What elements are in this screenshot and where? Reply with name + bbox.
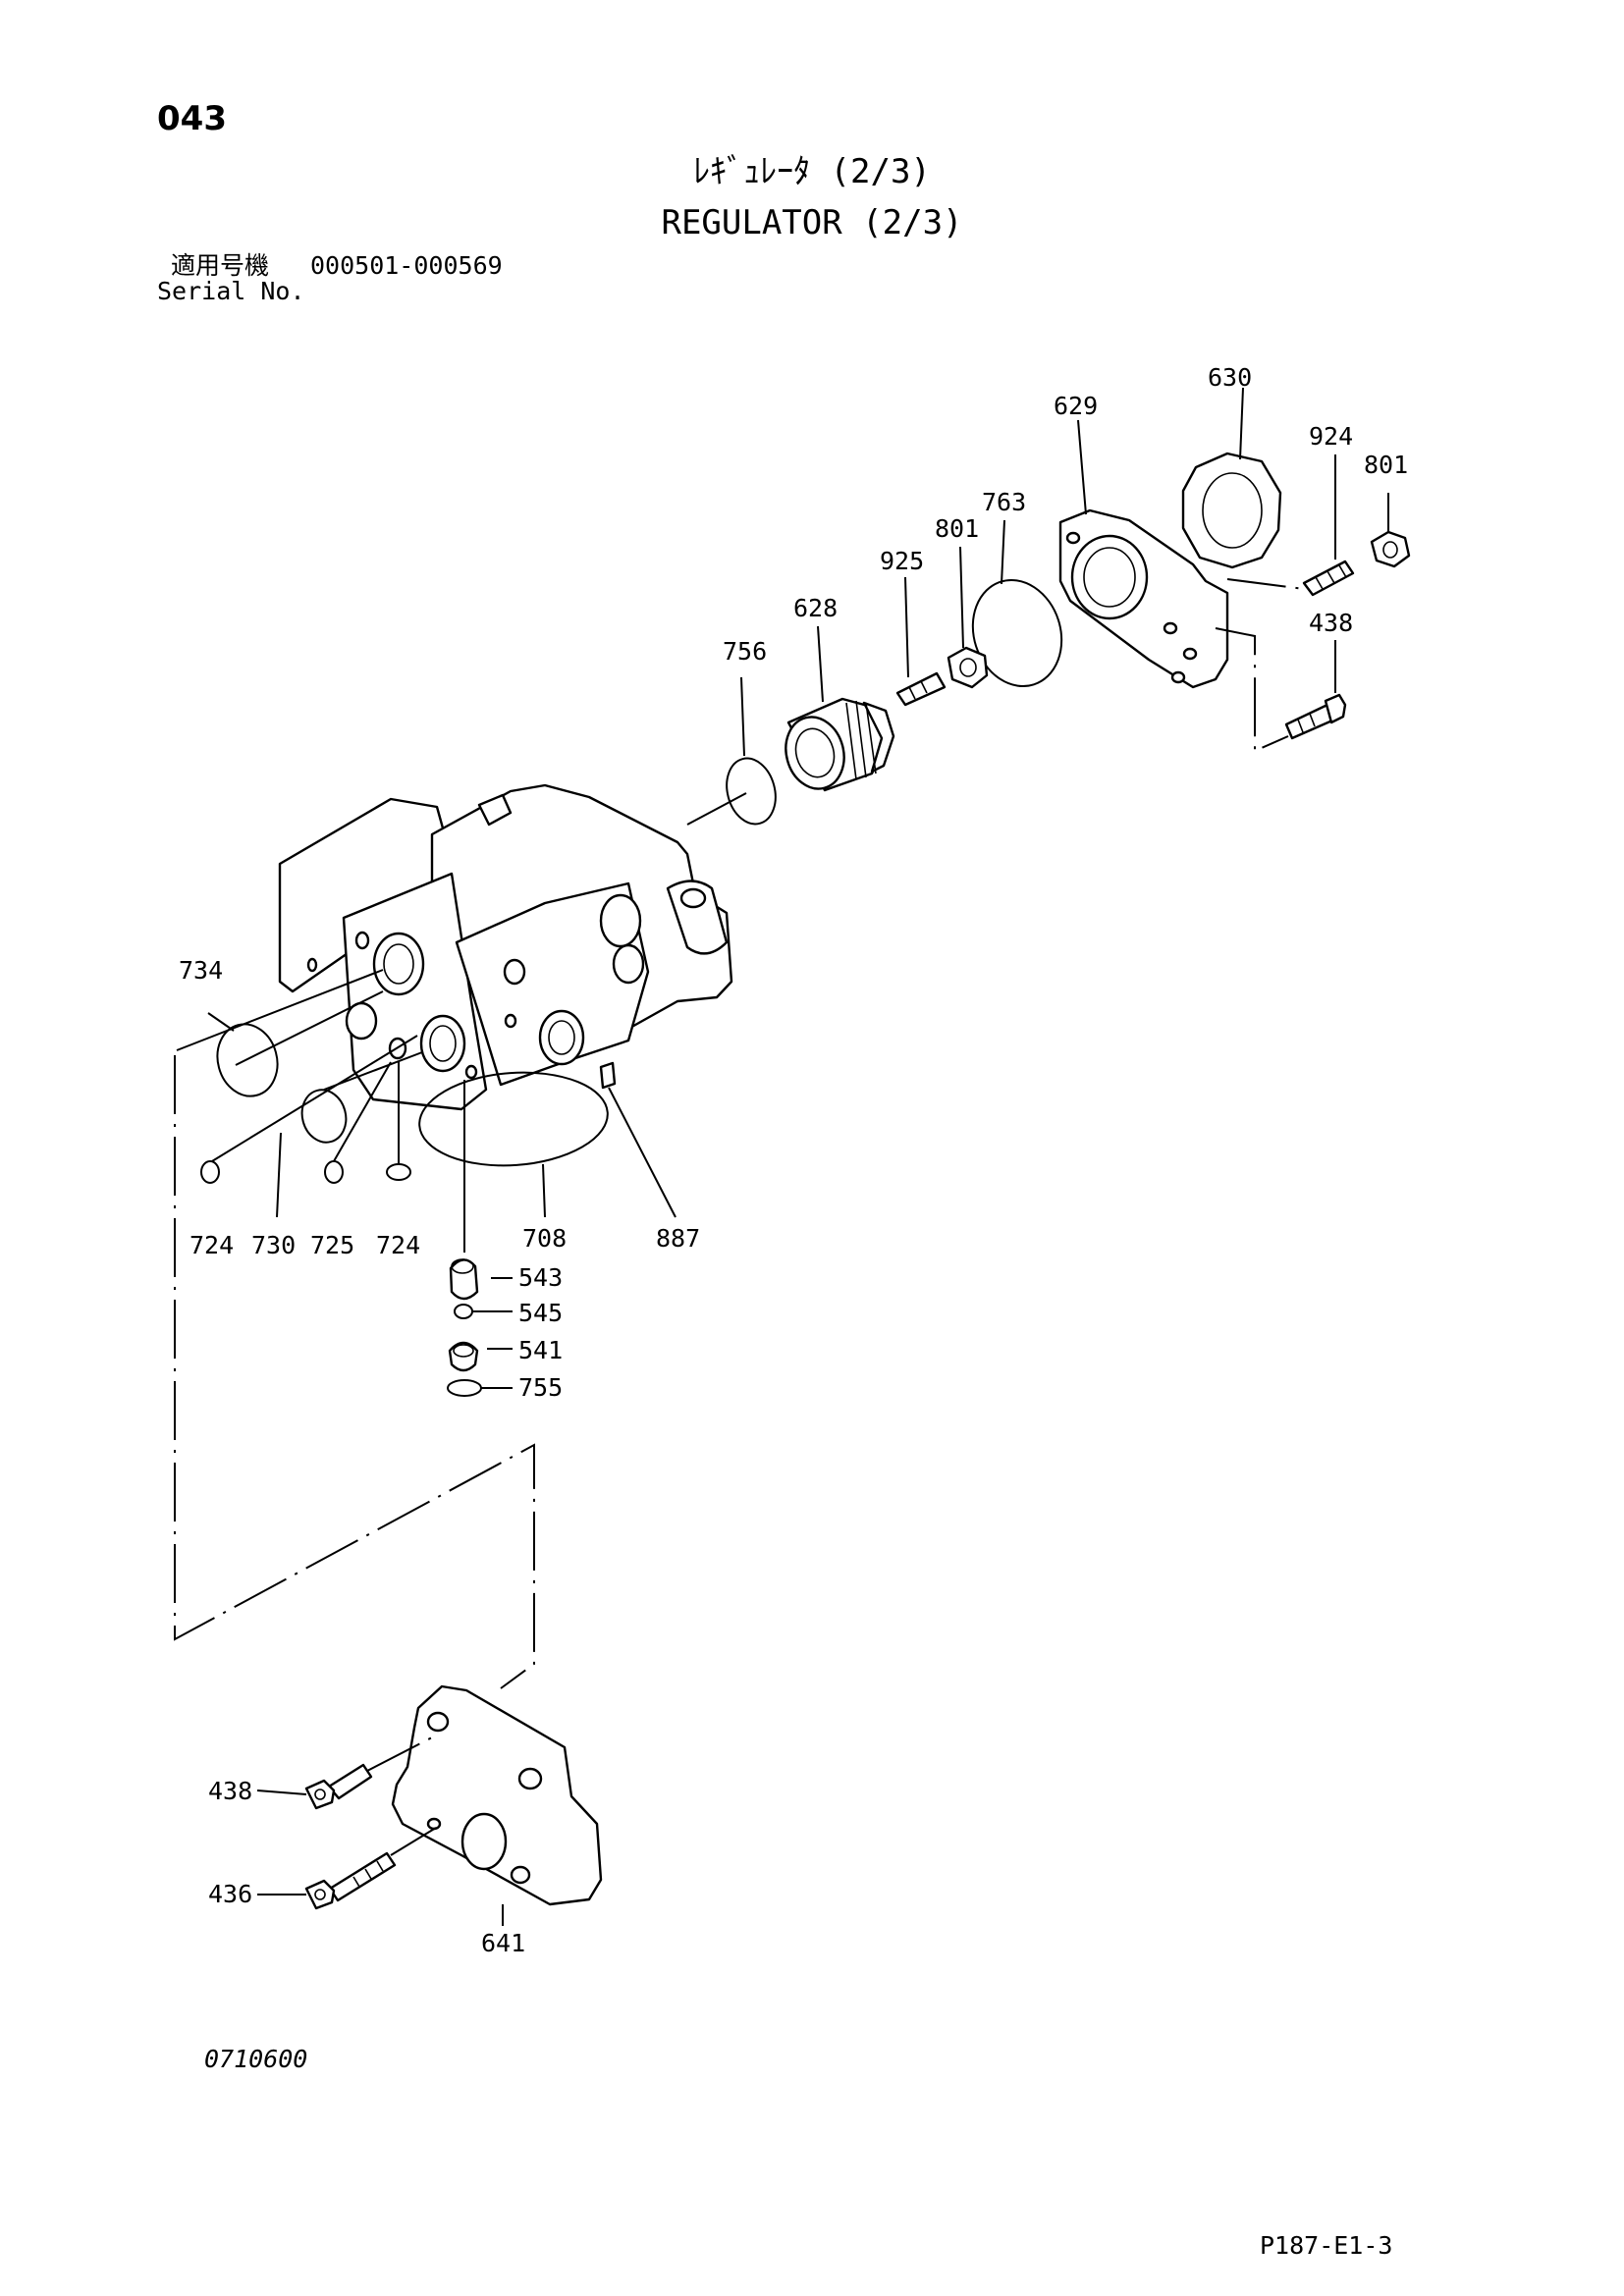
assembly-lines	[174, 387, 1389, 1926]
part-925-screw	[895, 671, 947, 707]
part-734-oring	[216, 1023, 279, 1097]
part-641-cover	[391, 1684, 603, 1906]
port-large-upper	[372, 932, 425, 996]
part-924-screw	[1302, 560, 1355, 597]
port-large-lower	[419, 1014, 466, 1073]
housing-middle-block	[455, 881, 650, 1087]
part-708-oring	[418, 1071, 609, 1167]
serial-range: 000501-000569	[310, 251, 503, 280]
label-part-763: 763	[982, 488, 1026, 516]
part-438-bolt-lower	[304, 1763, 373, 1810]
label-part-756: 756	[723, 637, 767, 666]
part-724-oring-right	[386, 1163, 411, 1181]
side-port-threaded-inner	[548, 1020, 575, 1055]
part-629-cover	[1058, 508, 1229, 689]
side-port-upper	[599, 893, 642, 948]
label-part-725: 725	[310, 1231, 354, 1259]
part-543-sleeve	[449, 1258, 479, 1301]
title-english: REGULATOR (2/3)	[661, 203, 963, 242]
part-801-nut-middle	[947, 646, 989, 689]
label-part-628: 628	[793, 594, 838, 622]
part-630-nut	[1181, 452, 1282, 569]
part-628-plug	[785, 697, 895, 792]
serial-label-english: Serial No.	[157, 277, 305, 305]
top-hole	[503, 958, 526, 986]
label-part-630: 630	[1208, 363, 1252, 392]
label-part-541: 541	[518, 1336, 563, 1364]
port-small-a	[345, 1001, 378, 1041]
label-part-708: 708	[522, 1224, 567, 1253]
label-part-436: 436	[208, 1880, 252, 1908]
page-code: P187-E1-3	[1260, 2231, 1393, 2260]
label-part-801-upper: 801	[1364, 451, 1408, 479]
part-763-oring	[971, 578, 1063, 688]
part-725-oring	[324, 1160, 344, 1184]
drawing-number: 0710600	[204, 2045, 308, 2073]
page-number: 043	[157, 99, 227, 138]
side-port-lower	[612, 943, 645, 985]
part-724-oring-left	[200, 1160, 220, 1184]
part-labels: 630 629 924 801 763 801 925 628 438 756 …	[179, 363, 1408, 1957]
port-small-c	[354, 931, 370, 950]
label-part-641: 641	[481, 1929, 525, 1957]
label-part-438-lower: 438	[208, 1777, 252, 1805]
screw-hole	[464, 1064, 478, 1080]
screw-hole	[504, 1013, 517, 1029]
part-887-pin	[599, 1061, 617, 1090]
title-japanese: ﾚｷﾞｭﾚｰﾀ (2/3)	[693, 152, 931, 191]
serial-label-japanese: 適用号機	[171, 251, 270, 280]
label-part-724-left: 724	[189, 1231, 234, 1259]
part-541-seat	[448, 1341, 479, 1372]
part-755-oring	[447, 1379, 482, 1397]
label-part-629: 629	[1054, 392, 1098, 420]
part-801-nut-upper	[1370, 530, 1411, 568]
regulator-housing	[278, 783, 733, 1111]
pin-hole	[306, 957, 318, 973]
label-part-887: 887	[656, 1224, 700, 1253]
label-part-543: 543	[518, 1263, 563, 1292]
label-part-801-middle: 801	[935, 514, 979, 543]
side-port-threaded	[538, 1009, 585, 1066]
bolt-hole	[679, 887, 707, 909]
part-438-bolt-upper	[1284, 693, 1347, 740]
label-part-724-right: 724	[376, 1231, 420, 1259]
label-part-734: 734	[179, 956, 223, 985]
label-part-924: 924	[1309, 422, 1353, 451]
port-large-lower-inner	[429, 1025, 457, 1062]
label-part-925: 925	[880, 547, 924, 575]
label-part-730: 730	[251, 1231, 296, 1259]
part-545-oring	[454, 1304, 473, 1319]
housing-top-boss	[477, 793, 513, 827]
port-large-upper-inner	[383, 943, 414, 985]
part-436-bolt	[304, 1851, 397, 1910]
part-756-oring	[726, 757, 777, 826]
label-part-755: 755	[518, 1373, 563, 1402]
label-part-438-upper: 438	[1309, 609, 1353, 637]
label-part-545: 545	[518, 1299, 563, 1327]
part-730-oring	[300, 1089, 348, 1144]
